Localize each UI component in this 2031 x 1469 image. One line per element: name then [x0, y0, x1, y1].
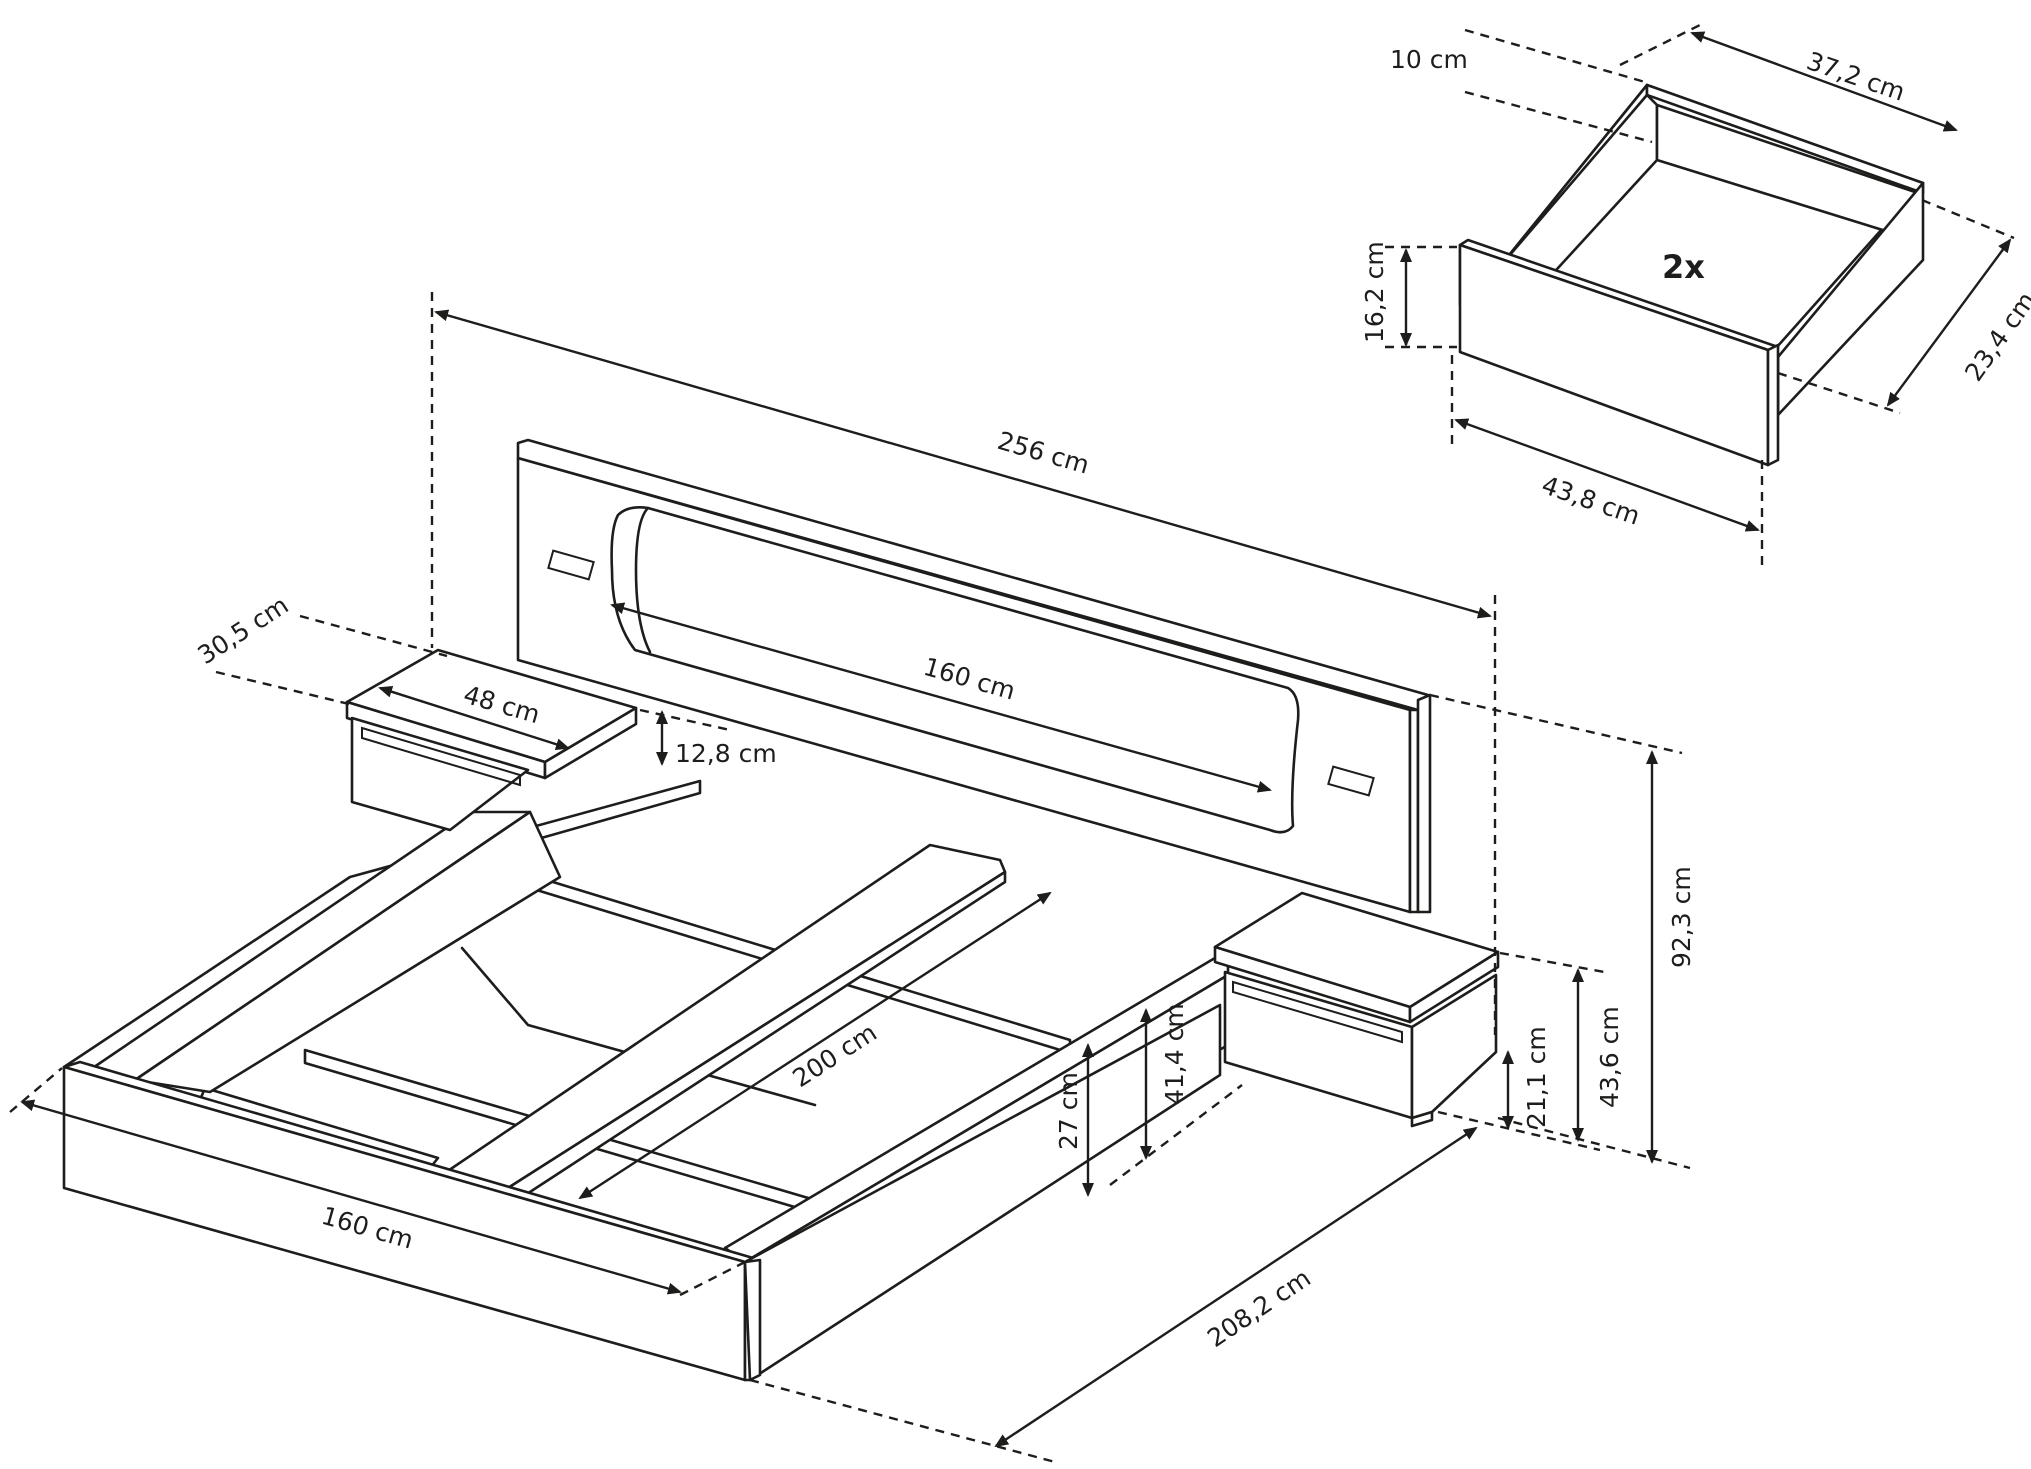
label-27cm: 27 cm: [1054, 1072, 1083, 1150]
label-2x: 2x: [1662, 248, 1705, 286]
label-208cm: 208,2 cm: [1202, 1263, 1316, 1353]
nightstand-right: [1213, 891, 1500, 1128]
dimension-lines: [9, 23, 2015, 1464]
label-43-6cm: 43,6 cm: [1595, 1006, 1624, 1108]
drawer-detail: [1458, 83, 1925, 467]
label-41-4cm: 41,4 cm: [1160, 1003, 1189, 1105]
label-30-5cm: 30,5 cm: [192, 590, 293, 670]
label-16-2cm: 16,2 cm: [1360, 241, 1389, 343]
label-37-2cm: 37,2 cm: [1803, 46, 1909, 107]
label-12-8cm: 12,8 cm: [675, 739, 777, 768]
label-256cm: 256 cm: [994, 426, 1092, 480]
label-23-4cm: 23,4 cm: [1959, 286, 2031, 386]
label-10cm: 10 cm: [1390, 45, 1468, 74]
label-43-8cm: 43,8 cm: [1538, 470, 1644, 531]
label-21-1cm: 21,1 cm: [1522, 1026, 1551, 1128]
label-92cm: 92,3 cm: [1667, 866, 1696, 968]
